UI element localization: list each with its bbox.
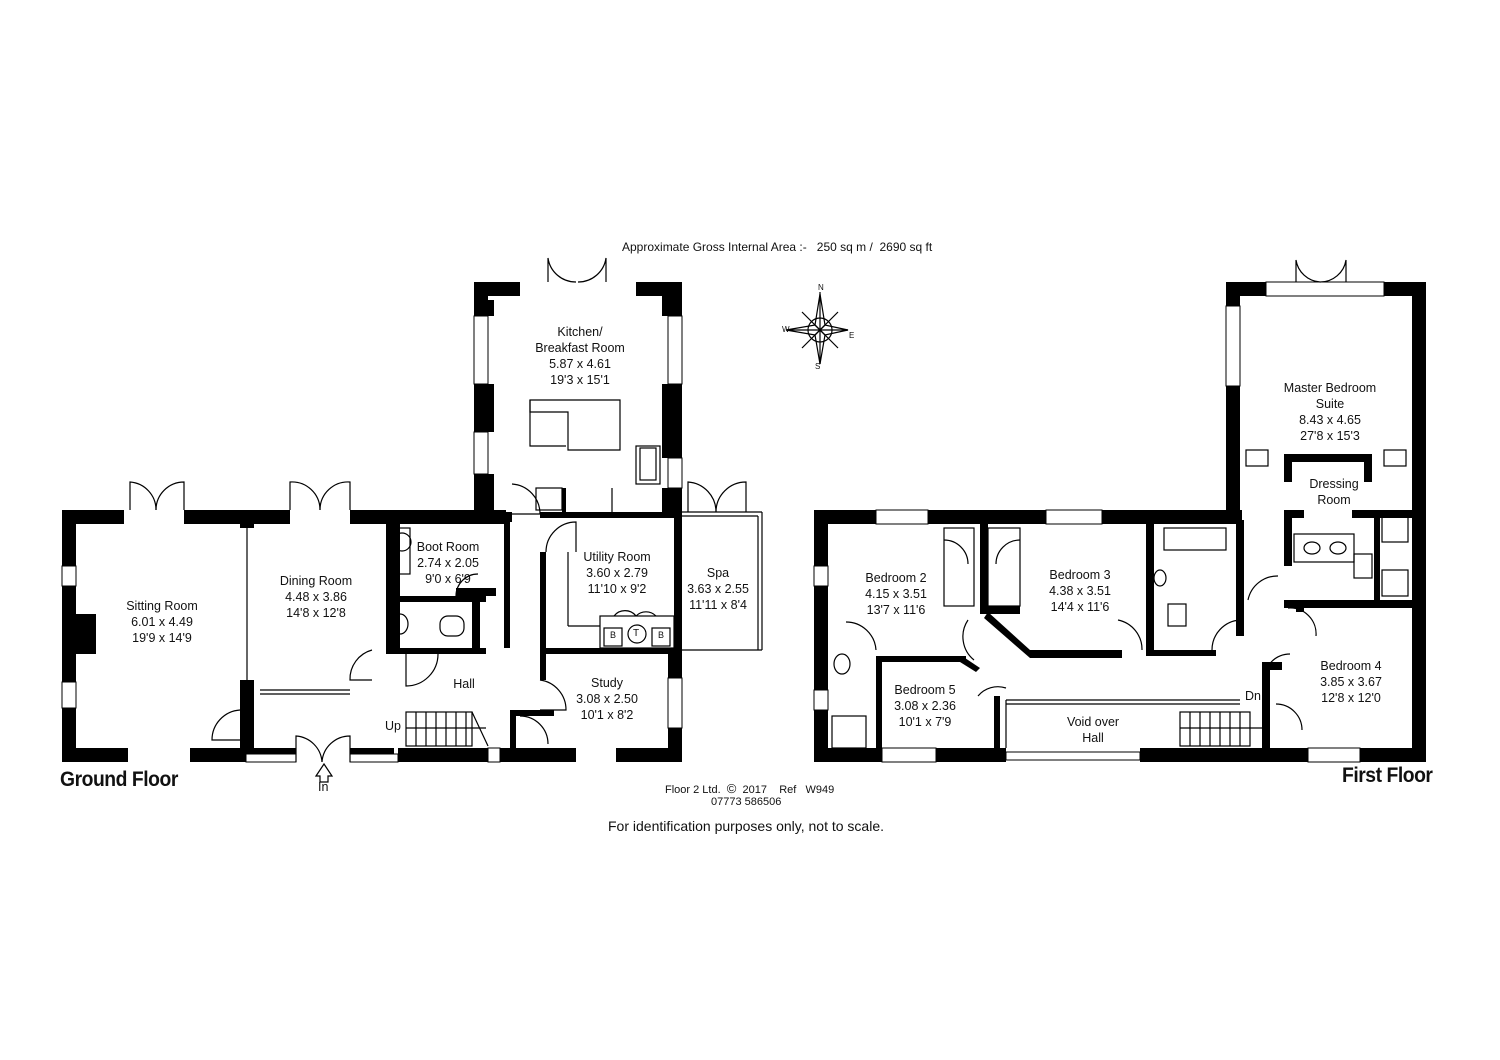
- room-name: Master Bedroom: [1283, 381, 1377, 395]
- room-sitting: Sitting Room 6.01 x 4.49 19'9 x 14'9: [126, 598, 198, 646]
- gia-sqm: 250 sq m: [816, 240, 867, 254]
- room-utility: Utility Room 3.60 x 2.79 11'10 x 9'2: [583, 549, 650, 597]
- room-name: Dining Room: [279, 574, 353, 588]
- room-size-metric: 3.63 x 2.55: [687, 582, 749, 596]
- credit-line: Floor 2 Ltd. © 2017 Ref W949: [665, 781, 834, 796]
- room-bedroom-3: Bedroom 3 4.38 x 3.51 14'4 x 11'6: [1049, 567, 1111, 615]
- room-size-imperial: 11'10 x 9'2: [587, 582, 647, 596]
- room-name: Utility Room: [583, 550, 651, 564]
- compass-rose: [785, 292, 849, 365]
- gross-internal-area: Approximate Gross Internal Area :- 250 s…: [622, 240, 932, 254]
- room-size-imperial: 27'8 x 15'3: [1300, 429, 1360, 443]
- room-bedroom-5: Bedroom 5 3.08 x 2.36 10'1 x 7'9: [894, 682, 956, 730]
- room-name: Hall: [1082, 731, 1104, 745]
- ref-label: Ref: [779, 784, 797, 796]
- room-name: Bedroom 2: [865, 571, 927, 585]
- room-size-imperial: 13'7 x 11'6: [866, 603, 926, 617]
- room-size-imperial: 12'8 x 12'0: [1321, 691, 1381, 705]
- room-size-metric: 3.60 x 2.79: [586, 566, 648, 580]
- first-floor-title: First Floor: [1342, 764, 1433, 787]
- room-size-metric: 2.74 x 2.05: [417, 556, 479, 570]
- room-size-metric: 3.08 x 2.36: [894, 699, 956, 713]
- company-name: Floor 2 Ltd.: [665, 784, 721, 796]
- room-spa: Spa 3.63 x 2.55 11'11 x 8'4: [687, 565, 749, 613]
- ref-code: W949: [805, 784, 835, 796]
- gia-separator: /: [869, 240, 873, 254]
- room-name: Hall: [453, 677, 475, 691]
- disclaimer: For identification purposes only, not to…: [608, 818, 885, 834]
- phone-number: 07773 586506: [711, 796, 782, 808]
- room-void-over-hall: Void over Hall: [1067, 714, 1119, 746]
- room-kitchen: Kitchen/ Breakfast Room 5.87 x 4.61 19'3…: [535, 324, 625, 388]
- room-hall: Hall: [453, 676, 475, 692]
- room-name: Breakfast Room: [535, 341, 625, 355]
- room-size-metric: 8.43 x 4.65: [1299, 413, 1361, 427]
- room-size-imperial: 10'1 x 8'2: [580, 708, 634, 722]
- room-size-imperial: 10'1 x 7'9: [898, 715, 952, 729]
- boiler-label-2: B: [658, 630, 665, 640]
- compass-w: W: [782, 325, 790, 334]
- room-name: Kitchen/: [557, 325, 603, 339]
- room-master-bedroom: Master Bedroom Suite 8.43 x 4.65 27'8 x …: [1284, 380, 1376, 444]
- room-size-metric: 4.15 x 3.51: [865, 587, 927, 601]
- room-size-imperial: 19'3 x 15'1: [550, 373, 610, 387]
- gia-label: Approximate Gross Internal Area :-: [622, 240, 807, 254]
- room-name: Sitting Room: [126, 599, 198, 613]
- room-name: Room: [1317, 493, 1351, 507]
- year: 2017: [742, 784, 767, 796]
- room-name: Dressing: [1309, 477, 1359, 491]
- compass-e: E: [849, 331, 855, 340]
- room-size-metric: 4.48 x 3.86: [285, 590, 347, 604]
- room-size-imperial: 11'11 x 8'4: [689, 598, 747, 612]
- room-dining: Dining Room 4.48 x 3.86 14'8 x 12'8: [280, 573, 352, 621]
- room-name: Bedroom 4: [1320, 659, 1382, 673]
- room-dressing: Dressing Room: [1309, 476, 1358, 508]
- room-name: Void over: [1066, 715, 1120, 729]
- room-name: Bedroom 3: [1049, 568, 1111, 582]
- room-size-imperial: 14'8 x 12'8: [286, 606, 346, 620]
- room-size-metric: 6.01 x 4.49: [131, 615, 193, 629]
- compass-n: N: [818, 283, 824, 292]
- room-size-metric: 3.08 x 2.50: [576, 692, 638, 706]
- gia-sqft: 2690 sq ft: [879, 240, 933, 254]
- entrance-label: In: [318, 780, 329, 794]
- ground-floor-title: Ground Floor: [60, 768, 178, 791]
- tank-label: T: [633, 628, 640, 639]
- room-size-imperial: 9'0 x 6'9: [425, 572, 471, 586]
- stairs-down-label: Dn: [1245, 689, 1261, 703]
- stairs-up-label: Up: [385, 719, 401, 733]
- room-bedroom-4: Bedroom 4 3.85 x 3.67 12'8 x 12'0: [1320, 658, 1382, 706]
- room-boot: Boot Room 2.74 x 2.05 9'0 x 6'9: [417, 539, 480, 587]
- copyright-symbol: ©: [726, 781, 737, 796]
- compass-s: S: [815, 362, 821, 371]
- room-size-metric: 5.87 x 4.61: [549, 357, 611, 371]
- first-floor-walls: [813, 259, 1426, 763]
- room-bedroom-2: Bedroom 2 4.15 x 3.51 13'7 x 11'6: [865, 570, 927, 618]
- room-name: Suite: [1315, 397, 1345, 411]
- room-size-imperial: 14'4 x 11'6: [1050, 600, 1110, 614]
- room-size-metric: 4.38 x 3.51: [1049, 584, 1111, 598]
- room-name: Boot Room: [416, 540, 480, 554]
- room-study: Study 3.08 x 2.50 10'1 x 8'2: [576, 675, 638, 723]
- ground-floor-walls: [61, 257, 763, 783]
- room-name: Spa: [706, 566, 730, 580]
- room-size-imperial: 19'9 x 14'9: [132, 631, 192, 645]
- room-name: Bedroom 5: [894, 683, 956, 697]
- room-size-metric: 3.85 x 3.67: [1320, 675, 1382, 689]
- room-name: Study: [591, 676, 623, 690]
- boiler-label-1: B: [610, 630, 617, 640]
